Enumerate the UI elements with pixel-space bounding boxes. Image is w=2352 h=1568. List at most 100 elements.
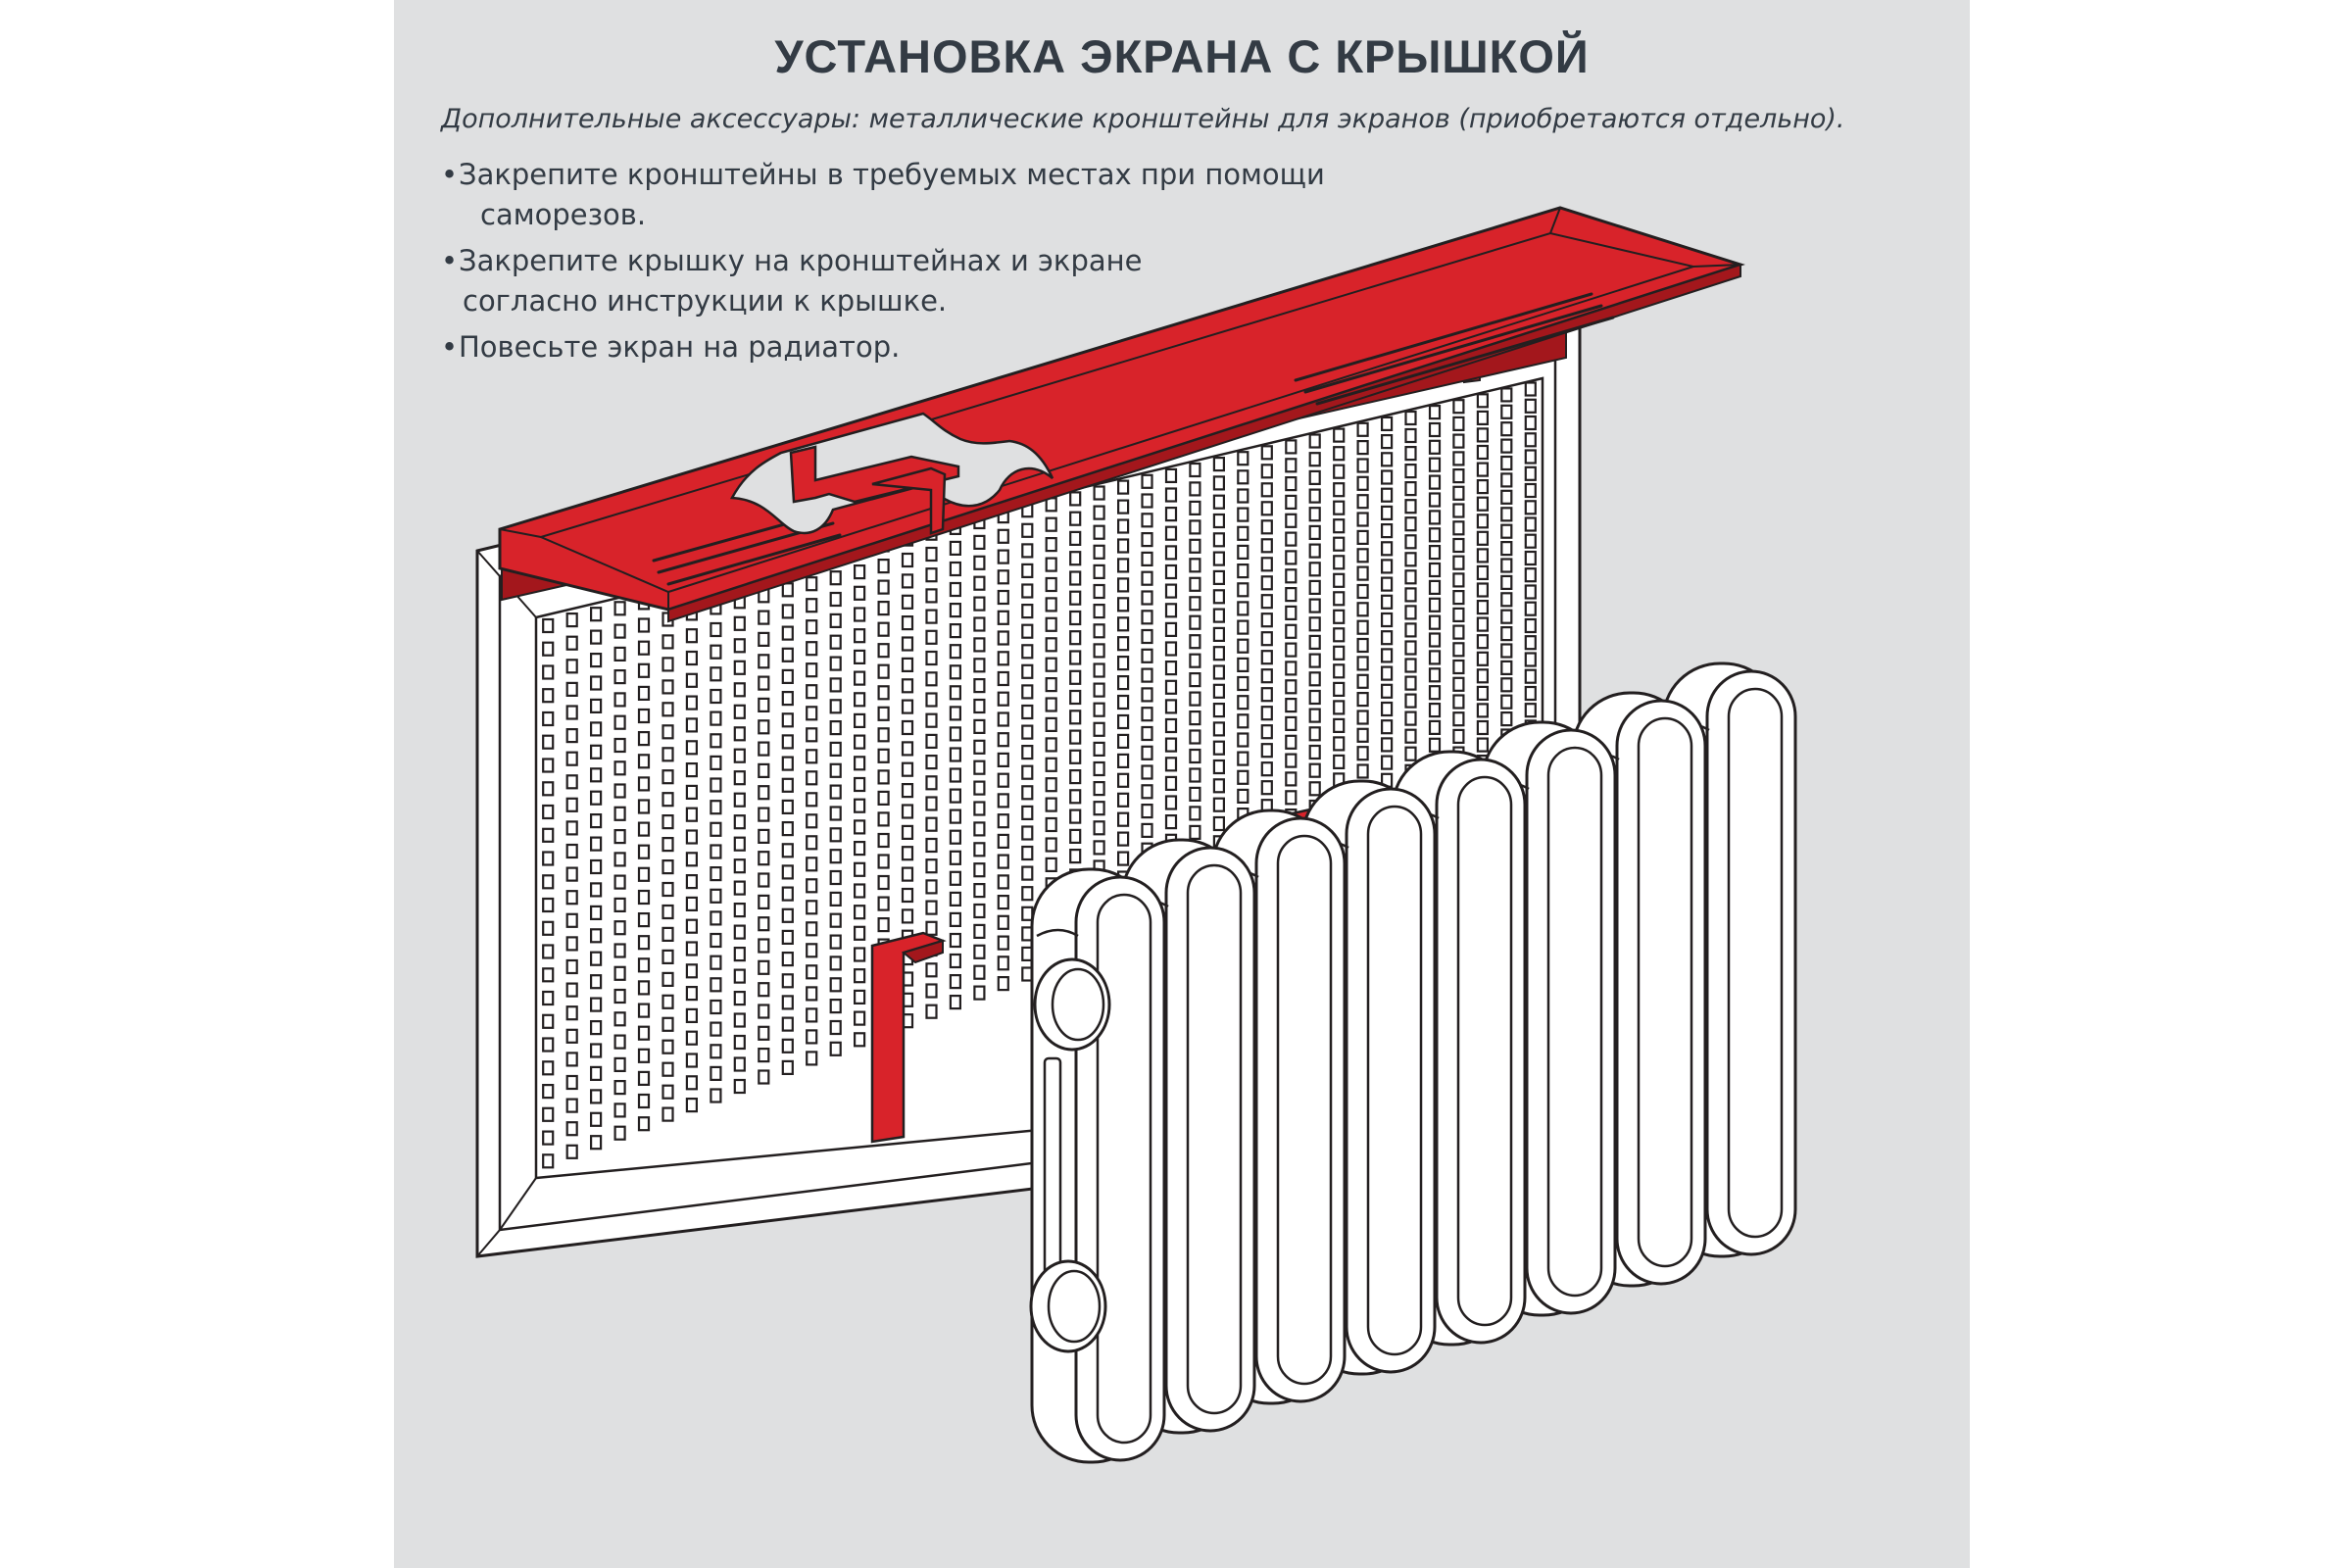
perforation-hole <box>1500 609 1513 624</box>
perforation-hole <box>733 638 746 654</box>
perforation-hole <box>781 973 794 989</box>
perforation-hole <box>854 607 866 622</box>
perforation-hole <box>781 929 794 946</box>
perforation-hole <box>1308 469 1321 485</box>
perforation-hole <box>806 619 818 635</box>
perforation-hole <box>733 660 746 675</box>
perforation-hole <box>1045 597 1057 612</box>
perforation-hole <box>1021 522 1034 538</box>
perforation-hole <box>590 812 603 829</box>
perforation-hole <box>637 844 651 859</box>
perforation-hole <box>854 947 866 962</box>
perforation-hole <box>1380 612 1394 628</box>
perforation-hole <box>973 555 986 570</box>
perforation-hole <box>877 579 890 595</box>
perforation-hole <box>1524 482 1537 499</box>
perforation-hole <box>1285 439 1298 455</box>
perforation-hole <box>637 1048 651 1063</box>
perforation-hole <box>854 968 866 984</box>
perforation-hole <box>1524 584 1537 600</box>
perforation-hole <box>1093 840 1105 856</box>
perforation-hole <box>901 636 914 652</box>
perforation-hole <box>1404 552 1417 567</box>
perforation-hole <box>854 585 866 601</box>
perforation-hole <box>925 588 938 604</box>
perforation-hole <box>1500 643 1513 659</box>
perforation-hole <box>781 604 794 619</box>
perforation-hole <box>1212 589 1226 605</box>
perforation-hole <box>901 594 914 610</box>
perforation-hole <box>1356 602 1369 617</box>
perforation-hole <box>806 1051 818 1066</box>
perforation-hole <box>1285 697 1298 713</box>
perforation-hole <box>949 932 962 949</box>
perforation-hole <box>1285 550 1298 565</box>
perforation-hole <box>1452 589 1465 606</box>
perforation-hole <box>1116 577 1130 593</box>
perforation-hole <box>542 1130 555 1146</box>
perforation-hole <box>1093 662 1105 678</box>
perforation-hole <box>925 712 938 728</box>
perforation-hole <box>1093 721 1105 737</box>
perforation-hole <box>781 582 794 598</box>
perforation-hole <box>829 934 842 950</box>
perforation-hole <box>1093 564 1105 580</box>
instruction-panel: УСТАНОВКА ЭКРАНА С КРЫШКОЙ Дополнительны… <box>394 0 1970 1568</box>
perforation-hole <box>1524 567 1537 583</box>
perforation-hole <box>1069 650 1082 665</box>
perforation-hole <box>542 1013 555 1029</box>
perforation-hole <box>1093 643 1105 659</box>
perforation-hole <box>829 784 842 800</box>
perforation-hole <box>781 907 794 923</box>
perforation-hole <box>733 902 746 918</box>
perforation-hole <box>1404 410 1417 426</box>
perforation-hole <box>733 1012 746 1028</box>
perforation-hole <box>1452 503 1465 518</box>
perforation-hole <box>758 654 770 669</box>
perforation-hole <box>590 629 603 645</box>
perforation-hole <box>877 748 890 763</box>
perforation-hole <box>829 827 842 843</box>
perforation-hole <box>949 829 962 845</box>
perforation-hole <box>685 963 698 979</box>
perforation-hole <box>949 953 962 969</box>
perforation-hole <box>806 813 818 829</box>
perforation-hole <box>710 1065 722 1082</box>
perforation-hole <box>1380 683 1394 699</box>
perforation-hole <box>973 760 986 775</box>
perforation-hole <box>1452 624 1465 640</box>
perforation-hole <box>590 951 603 966</box>
perforation-hole <box>662 1061 674 1077</box>
perforation-hole <box>949 767 962 783</box>
perforation-hole <box>877 874 890 891</box>
perforation-hole <box>685 672 698 688</box>
perforation-hole <box>758 610 770 625</box>
perforation-hole <box>1116 538 1130 554</box>
perforation-hole <box>925 671 938 687</box>
perforation-hole <box>781 777 794 793</box>
perforation-hole <box>781 995 794 1010</box>
perforation-hole <box>925 650 938 666</box>
perforation-hole <box>542 758 555 773</box>
perforation-hole <box>565 958 578 975</box>
perforation-hole <box>973 677 986 694</box>
perforation-hole <box>1069 610 1082 626</box>
perforation-hole <box>565 866 578 882</box>
perforation-hole <box>1500 592 1513 608</box>
perforation-hole <box>1308 671 1321 687</box>
perforation-hole <box>1356 619 1369 635</box>
perforation-hole <box>1212 494 1226 510</box>
perforation-hole <box>1333 555 1346 570</box>
section-rib-inner <box>1366 805 1423 1356</box>
perforation-hole <box>542 1153 555 1169</box>
perforation-hole <box>997 711 1009 727</box>
perforation-hole <box>1404 446 1417 462</box>
perforation-hole <box>613 1056 626 1073</box>
perforation-hole <box>1356 710 1369 725</box>
perforation-hole <box>1476 462 1490 477</box>
perforation-hole <box>1476 514 1490 529</box>
perforation-hole <box>925 816 938 832</box>
perforation-hole <box>685 852 698 867</box>
perforation-hole <box>806 878 818 894</box>
perforation-hole <box>829 741 842 758</box>
